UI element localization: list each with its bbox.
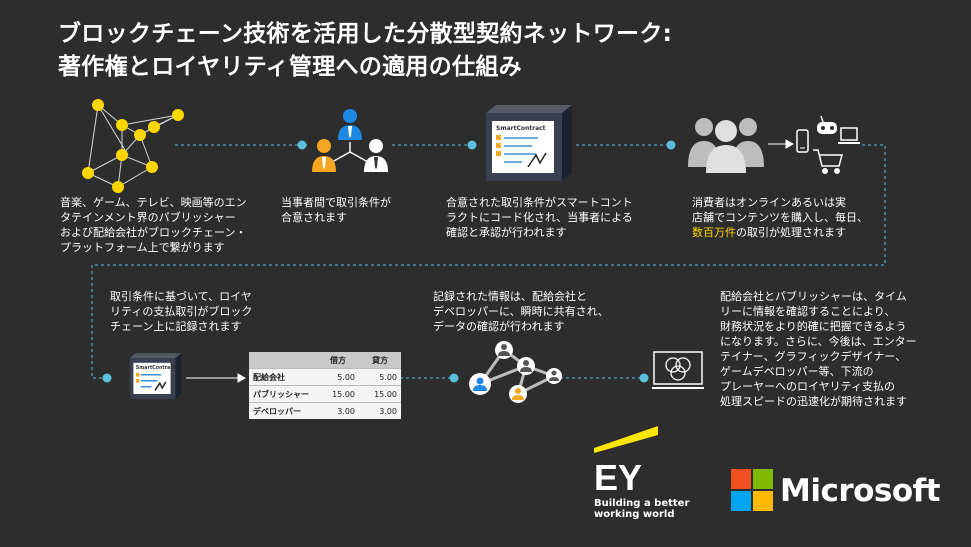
step-text-line: 合意されます	[281, 211, 347, 224]
ledger-row: パブリッシャー 15.00 15.00	[249, 385, 401, 403]
step-text-line: 処理スピードの迅速化が期待されます	[720, 395, 907, 408]
step-text-line: デベロッパーに、瞬時に共有され、	[433, 305, 609, 318]
step-text-line-highlighted: 数百万件の取引が処理されます	[692, 225, 868, 240]
devices-icon	[796, 116, 860, 174]
step-text-line: チェーン上に記録されます	[110, 320, 242, 333]
step-text-line: 音楽、ゲーム、テレビ、映画等のエン	[60, 196, 247, 209]
title-line-1: ブロックチェーン技術を活用した分散型契約ネットワーク:	[58, 21, 673, 47]
microsoft-logo-text: Microsoft	[780, 473, 941, 509]
ledger-cell: 3.00	[359, 402, 401, 419]
step-text-line: リーに情報を確認することにより、	[720, 305, 896, 318]
step-text-line: ラクトにコード化され、当事者による	[446, 211, 633, 224]
network-icon	[82, 99, 184, 193]
ledger-header: 貸方	[359, 352, 401, 369]
ledger-cell: 15.00	[317, 385, 359, 403]
step-text-line: 取引条件に基づいて、ロイヤ	[110, 290, 252, 303]
ey-logo-text: EY	[594, 457, 642, 494]
step-text-fragment: の取引が処理されます	[736, 226, 846, 239]
connector-dot	[639, 373, 649, 383]
step-text-line: 店舗でコンテンツを購入し、毎日、	[692, 211, 868, 224]
step-5-description: 取引条件に基づいて、ロイヤ リティの支払取引がブロック チェーン上に記録されます	[110, 289, 252, 334]
microsoft-logo-icon	[731, 469, 773, 511]
ledger-table: 借方 貸方 配給会社 5.00 5.00 パブリッシャー 15.00 15.00…	[249, 352, 401, 419]
cart-icon	[813, 149, 843, 174]
gamepad-icon	[817, 116, 837, 134]
connector-dot	[297, 140, 307, 150]
smart-contract-icon: SmartContract	[486, 105, 572, 181]
step-4-description: 消費者はオンラインあるいは実 店舗でコンテンツを購入し、毎日、 数百万件の取引が…	[692, 195, 868, 240]
ledger-cell: 配給会社	[249, 368, 317, 386]
smart-contract-small-label: SmartContract	[136, 365, 176, 371]
step-1-description: 音楽、ゲーム、テレビ、映画等のエン タテインメント界のパブリッシャー および配給…	[60, 195, 247, 255]
ledger-header: 借方	[317, 352, 359, 369]
step-text-line: データの確認が行われます	[433, 320, 565, 333]
parties-icon	[312, 109, 388, 172]
step-text-line: テイナー、グラフィックデザイナー、	[720, 350, 907, 363]
ey-tagline: Building a better working world	[594, 498, 689, 520]
step-7-description: 配給会社とパブリッシャーは、タイム リーに情報を確認することにより、 財務状況を…	[720, 289, 917, 409]
ey-tagline-line: working world	[594, 509, 675, 520]
smart-contract-label: SmartContract	[496, 125, 546, 132]
ey-logo: EY	[594, 426, 658, 494]
step-3-description: 合意された取引条件がスマートコント ラクトにコード化され、当事者による 確認と承…	[446, 195, 633, 240]
ledger-cell: 5.00	[359, 368, 401, 386]
ledger-cell: デベロッパー	[249, 402, 317, 419]
step-6-description: 記録された情報は、配給会社と デベロッパーに、瞬時に共有され、 データの確認が行…	[433, 289, 609, 334]
step-text-line: および配給会社がブロックチェーン・	[60, 226, 247, 239]
step-2-description: 当事者間で取引条件が 合意されます	[281, 195, 391, 225]
step-text-line: 財務状況をより的確に把握できるよう	[720, 320, 907, 333]
sharing-network-icon	[469, 341, 562, 403]
step-text-line: 記録された情報は、配給会社と	[433, 290, 587, 303]
step-text-line: 合意された取引条件がスマートコント	[446, 196, 633, 209]
transaction-volume-highlight: 数百万件	[692, 226, 736, 239]
step-text-line: リティの支払取引がブロック	[110, 305, 253, 318]
connector-dot	[666, 140, 676, 150]
ledger-row: 配給会社 5.00 5.00	[249, 368, 401, 386]
ledger-header	[249, 352, 317, 369]
connector-dot	[449, 373, 459, 383]
page-title: ブロックチェーン技術を活用した分散型契約ネットワーク: 著作権とロイヤリティ管理…	[58, 18, 672, 84]
step-text-line: になります。さらに、今後は、エンター	[720, 335, 917, 348]
ledger-row: デベロッパー 3.00 3.00	[249, 402, 401, 419]
connector-dot	[467, 140, 477, 150]
step-text-line: プレーヤーへのロイヤリティ支払の	[720, 380, 896, 393]
step-text-line: プラットフォーム上で繋がります	[60, 241, 225, 254]
step-text-line: 配給会社とパブリッシャーは、タイム	[720, 290, 907, 303]
connector-dot	[102, 373, 112, 383]
step-text-line: タテインメント界のパブリッシャー	[60, 211, 236, 224]
smart-contract-small-icon: SmartContract	[129, 353, 182, 399]
title-line-2: 著作権とロイヤリティ管理への適用の仕組み	[58, 54, 522, 80]
ledger-cell: 5.00	[317, 368, 359, 386]
ledger-cell: パブリッシャー	[249, 385, 317, 403]
consumers-icon	[688, 118, 764, 173]
ledger-cell: 15.00	[359, 385, 401, 403]
step-text-line: ゲームデベロッパー等、下流の	[720, 365, 874, 378]
ledger-cell: 3.00	[317, 402, 359, 419]
step-text-line: 確認と承認が行われます	[446, 226, 567, 239]
step-text-line: 当事者間で取引条件が	[281, 196, 391, 209]
step-text-line: 消費者はオンラインあるいは実	[692, 196, 846, 209]
ey-tagline-line: Building a better	[594, 498, 690, 509]
ledger-header-row: 借方 貸方	[249, 352, 401, 369]
analytics-monitor-icon	[652, 351, 704, 389]
